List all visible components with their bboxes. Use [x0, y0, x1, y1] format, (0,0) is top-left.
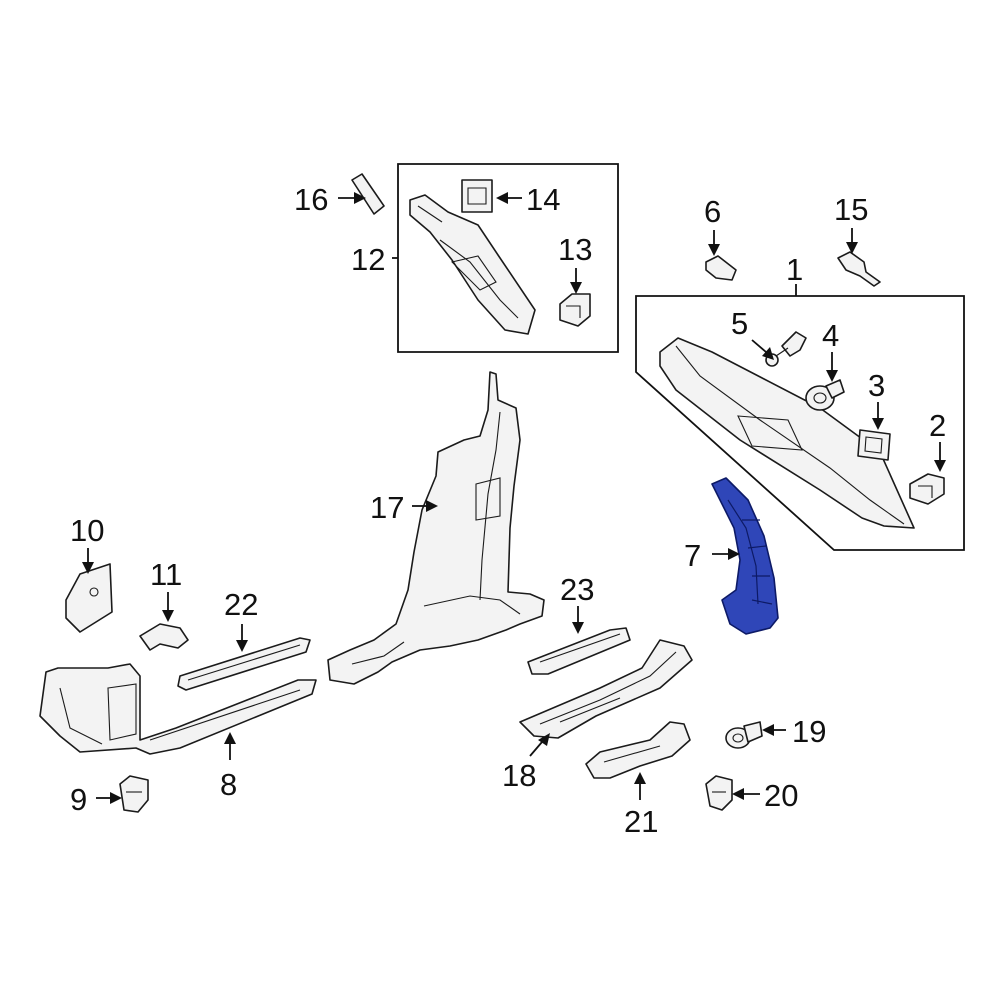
callout-10: 10: [70, 513, 104, 548]
part-23-strip[interactable]: [527, 627, 631, 675]
part-22-strip[interactable]: [177, 637, 311, 691]
part-18-sill-trim[interactable]: [519, 639, 693, 739]
callout-8: 8: [220, 767, 237, 802]
callout-20: 20: [764, 778, 798, 813]
leader-lines: [82, 192, 946, 804]
group-box-12: [397, 163, 619, 353]
part-6-clip[interactable]: [705, 255, 737, 281]
callout-11: 11: [150, 557, 182, 592]
part-8-sill-trim[interactable]: [39, 663, 317, 755]
callout-21: 21: [624, 804, 658, 839]
callout-16: 16: [294, 182, 328, 217]
part-14-pad[interactable]: [461, 179, 493, 213]
callout-22: 22: [224, 587, 258, 622]
callout-17: 17: [370, 490, 404, 525]
part-17-pillar-trim[interactable]: [327, 371, 545, 685]
part-2-clip[interactable]: [909, 473, 945, 505]
part-4-grommet[interactable]: [805, 379, 845, 411]
callout-4: 4: [822, 318, 839, 353]
group-box-1: [635, 295, 965, 551]
callout-2: 2: [929, 408, 946, 443]
part-16-bar[interactable]: [351, 173, 385, 215]
part-20-clip[interactable]: [705, 775, 733, 811]
part-13-clip[interactable]: [559, 293, 591, 327]
part-5-pin[interactable]: [765, 331, 807, 367]
callout-5: 5: [731, 306, 748, 341]
callout-7: 7: [684, 538, 701, 573]
callout-23: 23: [560, 572, 594, 607]
part-9-clip[interactable]: [119, 775, 149, 813]
part-3-pad[interactable]: [857, 429, 891, 461]
callout-9: 9: [70, 782, 87, 817]
part-7-highlighted-trim[interactable]: [711, 477, 779, 635]
part-11-clip[interactable]: [139, 623, 189, 651]
callout-1: 1: [786, 252, 803, 287]
callout-12: 12: [351, 242, 385, 277]
part-12-upper-trim[interactable]: [409, 194, 536, 335]
part-1-long-trim[interactable]: [659, 337, 915, 529]
callout-13: 13: [558, 232, 592, 267]
callout-3: 3: [868, 368, 885, 403]
callout-15: 15: [834, 192, 868, 227]
part-15-wire[interactable]: [837, 251, 881, 287]
callout-19: 19: [792, 714, 826, 749]
callout-6: 6: [704, 194, 721, 229]
part-19-grommet[interactable]: [725, 721, 763, 749]
callout-14: 14: [526, 182, 560, 217]
part-10-pad[interactable]: [65, 563, 113, 633]
callout-18: 18: [502, 758, 536, 793]
part-21-bracket[interactable]: [585, 721, 691, 779]
